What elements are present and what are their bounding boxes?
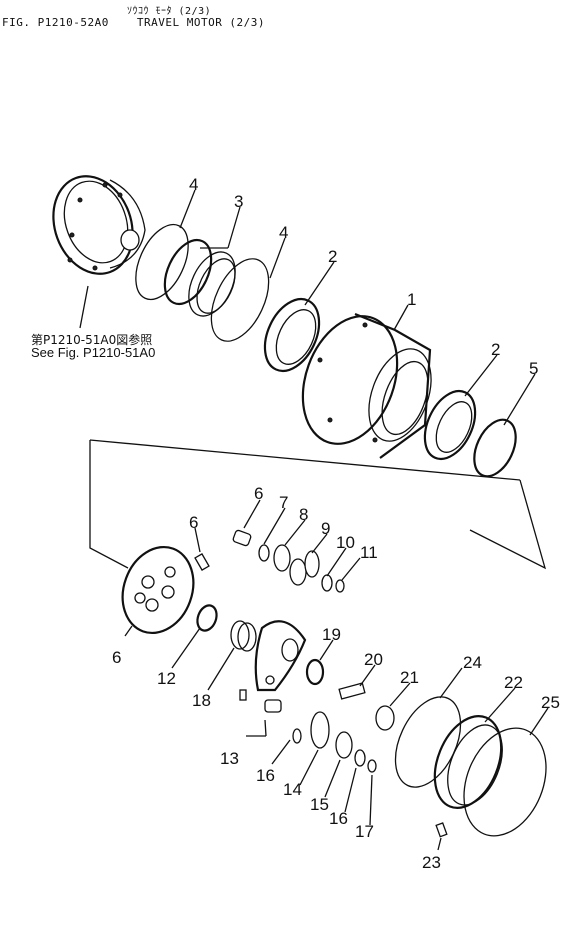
cover-22 (433, 714, 503, 810)
snap-ring-19 (305, 658, 325, 686)
figure-title: TRAVEL MOTOR (2/3) (136, 16, 266, 29)
callout-6: 6 (112, 648, 121, 667)
callout-17: 17 (355, 822, 374, 841)
planet-carrier-6 (121, 545, 195, 635)
bolt-23 (435, 822, 448, 838)
callout-labels: 1 2 2 3 4 4 5 6 6 6 7 8 9 10 11 12 13 14… (112, 175, 560, 872)
callout-22: 22 (504, 673, 523, 692)
shaft-20 (338, 682, 366, 700)
callout-9: 9 (321, 519, 330, 538)
callout-15: 15 (310, 795, 329, 814)
callout-1: 1 (407, 290, 416, 309)
gear-14-stack (292, 711, 377, 773)
shaft-6-gear-stack (232, 529, 345, 593)
cover-plate-25 (463, 727, 547, 837)
figure-header: FIG. P1210-52A0 TRAVEL MOTOR (2/3) (2, 16, 293, 29)
callout-19: 19 (322, 625, 341, 644)
assembly-boundary-lines (89, 439, 547, 570)
ring-12 (196, 604, 218, 632)
reference-note-japanese: 第P1210-51A0図参照 (31, 333, 153, 347)
japanese-title: ｿｳｺｳ ﾓｰﾀ (2/3) (127, 6, 212, 17)
callout-21: 21 (400, 668, 419, 687)
callout-5: 5 (529, 359, 538, 378)
callout-3: 3 (234, 192, 243, 211)
callout-4: 4 (189, 175, 198, 194)
callout-13: 13 (220, 749, 239, 768)
callout-11: 11 (360, 543, 378, 562)
callout-6: 6 (254, 484, 263, 503)
callout-12: 12 (157, 669, 176, 688)
callout-16: 16 (256, 766, 275, 785)
pin-6 (194, 553, 210, 571)
callout-25: 25 (541, 693, 560, 712)
callout-23: 23 (422, 853, 441, 872)
figure-number: FIG. P1210-52A0 (2, 16, 109, 29)
callout-2: 2 (491, 340, 500, 359)
bearing-2-left (263, 297, 321, 373)
callout-8: 8 (299, 505, 308, 524)
motor-cover-housing (52, 175, 146, 275)
leader-lines (79, 189, 549, 851)
ring-3-pair (163, 238, 236, 317)
o-ring-4-left (135, 223, 189, 301)
callout-4: 4 (279, 223, 288, 242)
reference-note-english: See Fig. P1210-51A0 (31, 345, 156, 360)
bearing-2-right (423, 389, 477, 461)
planet-carrier-13 (239, 620, 307, 713)
snap-ring-5 (473, 418, 517, 478)
hub-housing-1 (301, 312, 432, 459)
callout-7: 7 (279, 493, 288, 512)
gear-18 (230, 620, 257, 652)
callout-14: 14 (283, 780, 302, 799)
callout-16: 16 (329, 809, 348, 828)
o-ring-4-right (210, 258, 270, 342)
callout-10: 10 (336, 533, 355, 552)
callout-2: 2 (328, 247, 337, 266)
callout-18: 18 (192, 691, 211, 710)
callout-20: 20 (364, 650, 383, 669)
callout-24: 24 (463, 653, 482, 672)
bushing-21 (375, 705, 395, 731)
callout-6: 6 (189, 513, 198, 532)
